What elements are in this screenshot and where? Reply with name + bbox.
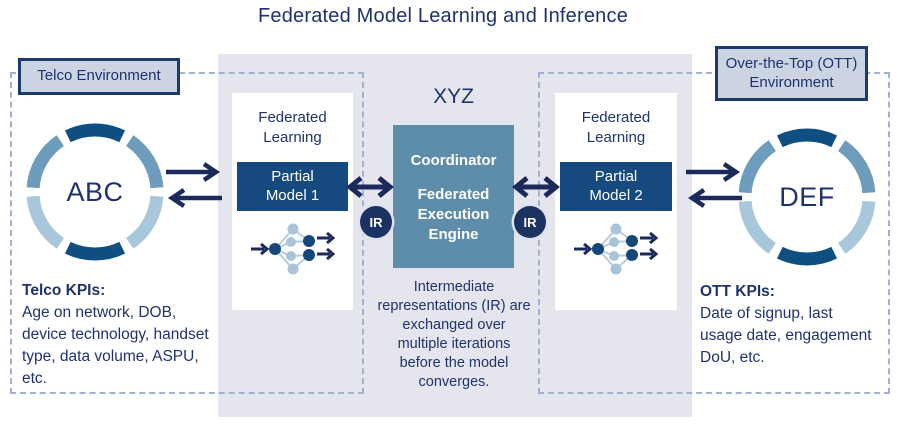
ott-kpis-text: Date of signup, last usage date, engagem… <box>700 305 872 366</box>
telco-kpis-heading: Telco KPIs: <box>22 282 106 299</box>
ott-entity-name: DEF <box>779 181 835 212</box>
ir-exchange-arrow-left-icon <box>346 176 394 198</box>
telco-kpis: Telco KPIs: Age on network, DOB, device … <box>22 280 220 390</box>
ott-kpis-heading: OTT KPIs: <box>700 283 775 300</box>
segmented-ring-icon <box>26 123 164 261</box>
segmented-ring-icon <box>738 128 876 266</box>
ir-badge-left: IR <box>360 206 392 238</box>
ott-environment-label-text: Over-the-Top (OTT) Environment <box>725 54 858 91</box>
federated-learning-card-left: Federated Learning Partial Model 1 <box>232 93 353 310</box>
neural-network-icon <box>251 223 335 275</box>
coordinator-subtitle: Federated Execution Engine <box>417 186 490 243</box>
partial-model-2-box: Partial Model 2 <box>560 162 672 211</box>
telco-entity-name: ABC <box>66 176 124 207</box>
telco-environment-label-text: Telco Environment <box>37 67 161 85</box>
ir-note: Intermediate representations (IR) are ex… <box>377 279 531 390</box>
coordinator-title: Coordinator <box>410 152 497 169</box>
coordinator-org-label: XYZ <box>433 85 474 108</box>
telco-environment-boundary <box>10 72 364 394</box>
ir-exchange-arrow-right-icon <box>512 176 560 198</box>
federated-learning-card-right: Federated Learning Partial Model 2 <box>555 93 677 310</box>
diagram-title: Federated Model Learning and Inference <box>257 5 629 27</box>
federated-learning-heading: Federated Learning <box>258 109 327 146</box>
telco-environment-label: Telco Environment <box>18 58 180 95</box>
telco-entity-node: ABC <box>25 122 165 262</box>
ir-badge-right: IR <box>514 206 546 238</box>
ott-exchange-arrows-icon <box>686 162 742 208</box>
partial-model-1-box: Partial Model 1 <box>237 162 348 211</box>
ott-environment-label: Over-the-Top (OTT) Environment <box>715 46 868 101</box>
ott-entity-node: DEF <box>737 127 877 267</box>
ott-kpis: OTT KPIs: Date of signup, last usage dat… <box>700 281 878 369</box>
telco-exchange-arrows-icon <box>166 162 222 208</box>
telco-kpis-text: Age on network, DOB, device technology, … <box>22 304 209 387</box>
federated-learning-heading: Federated Learning <box>581 109 651 146</box>
coordinator-box: Coordinator Federated Execution Engine <box>393 125 514 268</box>
neural-network-icon <box>574 223 658 275</box>
